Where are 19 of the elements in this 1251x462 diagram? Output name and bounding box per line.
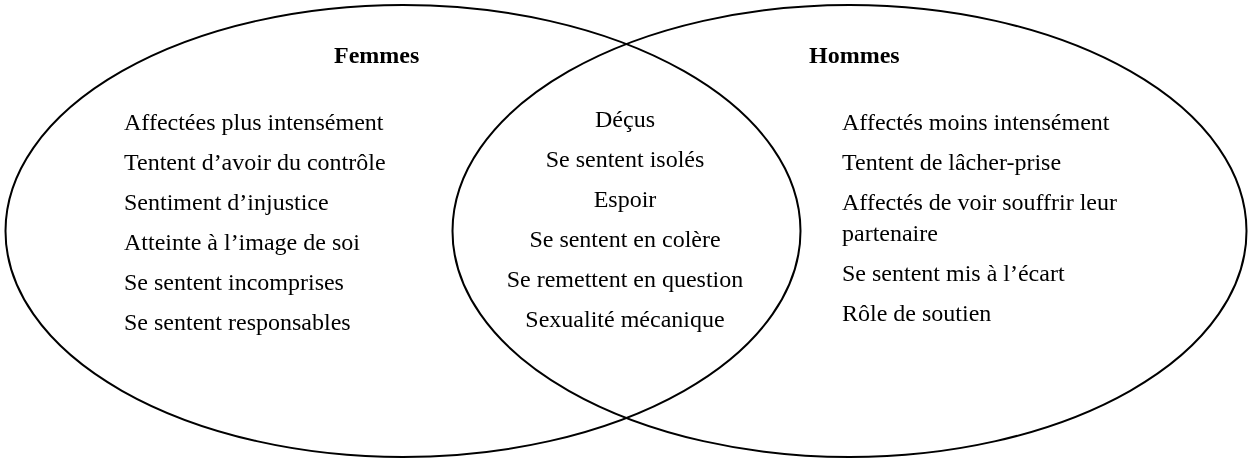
set-item: Sentiment d’injustice [124, 188, 330, 217]
set-item: Tentent d’avoir du contrôle [124, 148, 387, 177]
overlap-item: Sexualité mécanique [525, 305, 725, 334]
overlap-item: Se sentent en colère [529, 225, 721, 254]
set-item: Rôle de soutien [842, 299, 993, 328]
set-item: Affectés moins intensément [842, 108, 1111, 137]
set-item: Atteinte à l’image de soi [124, 228, 361, 257]
overlap-item: Se remettent en question [506, 265, 744, 294]
set-title: Femmes [334, 41, 420, 70]
set-item: Affectés de voir souffrir leur partenaire [842, 188, 1118, 248]
overlap-item: Espoir [593, 185, 657, 214]
set-item: Se sentent mis à l’écart [842, 259, 1066, 288]
overlap-item: Se sentent isolés [545, 145, 705, 174]
set-title: Hommes [809, 41, 900, 70]
set-item: Tentent de lâcher-prise [842, 148, 1063, 177]
overlap-item: Déçus [595, 105, 655, 134]
set-item: Se sentent responsables [124, 308, 352, 337]
set-item: Se sentent incomprises [124, 268, 345, 297]
set-item: Affectées plus intensément [124, 108, 385, 137]
